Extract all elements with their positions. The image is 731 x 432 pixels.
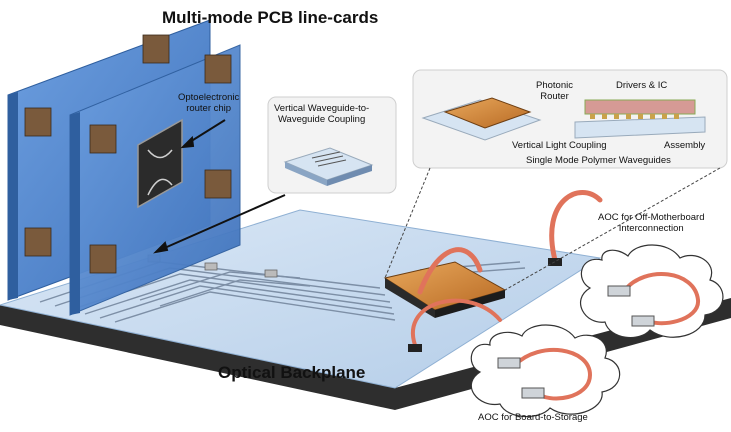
inset-leader-lines [384, 167, 721, 291]
photonic-router-inset [412, 69, 728, 169]
photonic-router-label: Photonic Router [536, 80, 573, 102]
assembly-label: Assembly [664, 140, 706, 151]
optoelectronic-router-chip [137, 118, 183, 209]
optical-backplane-label: Optical Backplane [218, 363, 366, 382]
aoc-cables-on-board [410, 190, 603, 347]
pcb-line-card-front [69, 44, 241, 316]
coupling-inset-label: Vertical Waveguide-to- Waveguide Couplin… [274, 103, 370, 125]
cloud-off-motherboard [579, 244, 724, 339]
vertical-light-coupling-label: Vertical Light Coupling [512, 140, 607, 151]
annotation-arrows [153, 119, 286, 254]
router-chip-label: Optoelectronic router chip [178, 92, 240, 114]
line-cards-title: Multi-mode PCB line-cards [162, 8, 379, 27]
drivers-ic-label: Drivers & IC [616, 80, 668, 91]
waveguides-label: Single Mode Polymer Waveguides [526, 155, 671, 166]
cloud-board-to-storage [470, 324, 621, 418]
waveguide-coupling-inset [267, 96, 397, 194]
aoc-board-to-storage-label: AOC for Board-to-Storage [478, 412, 588, 423]
aoc-off-motherboard-label: AOC for Off-Motherboard Interconnection [598, 212, 705, 234]
